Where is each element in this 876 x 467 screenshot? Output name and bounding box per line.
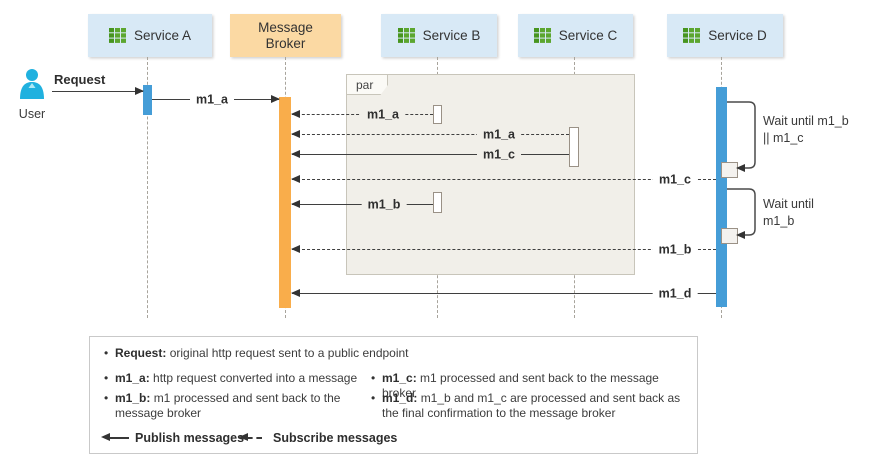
legend-item-m1c: m1_c: m1 processed and sent back to the … (371, 371, 694, 400)
message-label: Request (54, 72, 106, 87)
legend-term: m1_d: (382, 391, 418, 405)
legend-desc: m1 processed and sent back to the messag… (115, 391, 341, 420)
participant-label: Service B (422, 28, 481, 43)
participant-service-c: Service C (518, 14, 633, 57)
legend-term: m1_b: (115, 391, 151, 405)
message-label: m1_a (190, 92, 234, 108)
message-label: m1_b (652, 242, 698, 258)
message-label: m1_a (477, 127, 521, 143)
wait-annotation: Wait until m1_b (763, 197, 814, 228)
message-line (292, 134, 569, 135)
wait-bracket (727, 101, 756, 172)
actor-user: User (10, 68, 54, 121)
legend-key-subscribe: Subscribe messages (273, 431, 398, 445)
legend-desc: m1_b and m1_c are processed and sent bac… (382, 391, 681, 420)
legend-item-m1b: m1_b: m1 processed and sent back to the … (104, 391, 367, 420)
arrowhead-left-icon (291, 150, 300, 158)
actor-label: User (18, 107, 46, 121)
participant-label: Service A (133, 28, 192, 43)
message-label: m1_b (361, 197, 407, 213)
message-line (292, 154, 569, 155)
message-line (292, 293, 716, 294)
publish-arrow-line (109, 437, 129, 439)
arrowhead-left-icon (291, 130, 300, 138)
par-fragment-label: par (346, 74, 388, 95)
par-fragment: par (346, 74, 635, 275)
participant-message-broker: Message Broker (230, 14, 341, 57)
arrowhead-left-icon (291, 289, 300, 297)
message-line (52, 91, 143, 92)
wait-marker-square (721, 162, 738, 178)
legend-term: m1_c: (382, 371, 417, 385)
participant-label: Message Broker (258, 19, 313, 51)
arrowhead-left-icon (291, 245, 300, 253)
activation-service-d (716, 87, 727, 307)
participant-service-b: Service B (381, 14, 497, 57)
message-line (292, 179, 716, 180)
arrowhead-left-icon (291, 110, 300, 118)
participant-label: Service C (558, 28, 618, 43)
activation-service-c (569, 127, 579, 167)
arrowhead-right-icon (135, 87, 144, 95)
message-label: m1_d (652, 286, 698, 302)
service-grid-icon (683, 28, 701, 43)
legend-item-request: Request: original http request sent to a… (104, 346, 675, 361)
message-label: m1_c (653, 172, 697, 188)
subscribe-arrow-icon (239, 433, 248, 441)
arrowhead-left-icon (291, 175, 300, 183)
wait-annotation: Wait until m1_b || m1_c (763, 114, 849, 145)
subscribe-arrow-line (247, 437, 262, 439)
service-grid-icon (533, 28, 551, 43)
legend-term: m1_a: (115, 371, 150, 385)
arrowhead-right-icon (271, 95, 280, 103)
legend: Request: original http request sent to a… (89, 336, 698, 454)
participant-service-a: Service A (88, 14, 212, 57)
legend-term: Request: (115, 346, 167, 360)
legend-key-publish: Publish messages (135, 431, 245, 445)
lifeline-service-a (147, 57, 148, 318)
activation-service-a (143, 85, 152, 115)
activation-service-b (433, 105, 442, 124)
legend-item-m1d: m1_d: m1_b and m1_c are processed and se… (371, 391, 694, 420)
arrowhead-left-icon (291, 200, 300, 208)
legend-desc: http request converted into a message (153, 371, 358, 385)
wait-bracket (727, 188, 756, 239)
participant-label: Service D (708, 28, 767, 43)
service-grid-icon (108, 28, 126, 43)
activation-message-broker (279, 97, 291, 308)
message-line (292, 249, 716, 250)
publish-arrow-icon (101, 433, 110, 441)
message-label: m1_c (477, 147, 521, 163)
user-icon (20, 69, 44, 99)
message-label: m1_a (361, 107, 405, 123)
legend-desc: original http request sent to a public e… (169, 346, 409, 360)
participant-service-d: Service D (667, 14, 783, 57)
service-grid-icon (397, 28, 415, 43)
activation-service-b (433, 192, 442, 213)
wait-marker-square (721, 228, 738, 244)
legend-item-m1a: m1_a: http request converted into a mess… (104, 371, 370, 386)
